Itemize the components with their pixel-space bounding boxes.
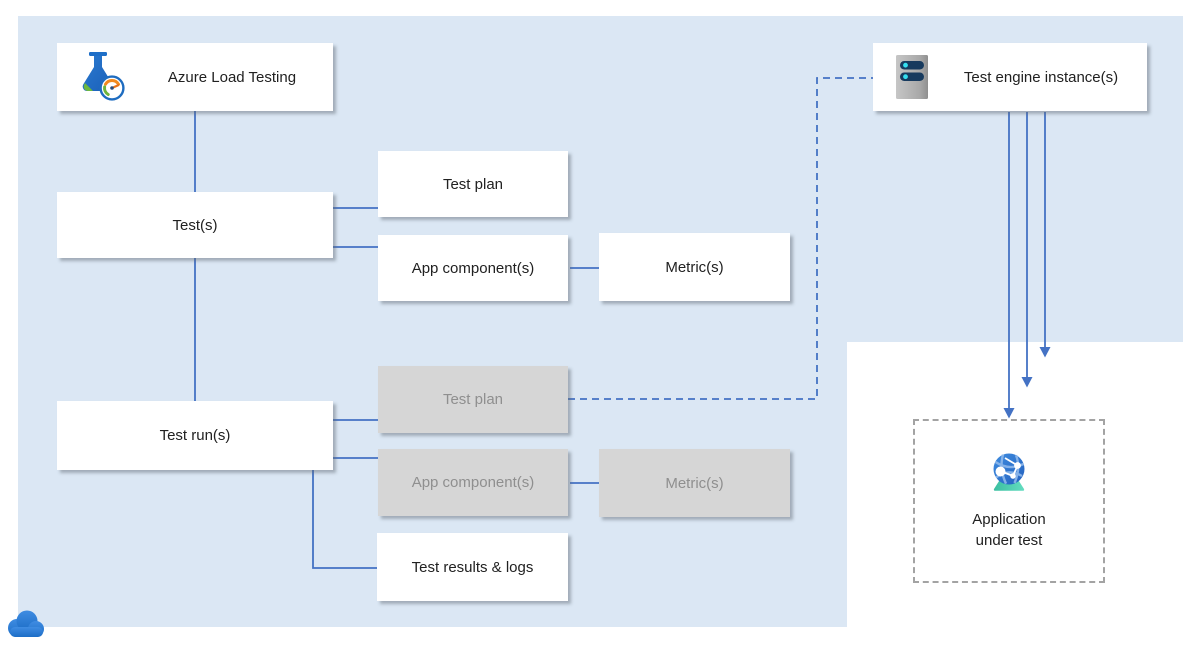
node-test-engine: Test engine instance(s) <box>873 43 1147 111</box>
node-label: Test engine instance(s) <box>963 68 1119 86</box>
azure-cloud-icon <box>8 610 44 637</box>
node-label: Test plan <box>442 175 504 193</box>
node-label: App component(s) <box>411 259 535 277</box>
node-app-components: App component(s) <box>378 235 568 301</box>
node-label: Test(s) <box>172 216 218 234</box>
node-label: Test plan <box>442 391 504 408</box>
node-label: Metric(s) <box>665 474 724 492</box>
node-test-plan: Test plan <box>378 151 568 217</box>
node-label: App component(s) <box>411 474 535 491</box>
node-label: Azure Load Testing <box>167 68 297 86</box>
node-test-results: Test results & logs <box>377 533 568 601</box>
globe-network-icon <box>993 453 1025 491</box>
node-label: Application under test <box>972 511 1046 549</box>
external-area-background <box>847 342 1199 651</box>
node-label: Test run(s) <box>159 427 231 444</box>
node-azure-load-testing: Azure Load Testing <box>57 43 333 111</box>
node-test-runs: Test run(s) <box>57 401 333 470</box>
node-tests: Test(s) <box>57 192 333 258</box>
load-testing-flask-gauge-icon <box>82 52 125 101</box>
node-metrics: Metric(s) <box>599 233 790 301</box>
server-icon <box>896 55 928 99</box>
node-label: Metric(s) <box>665 258 724 276</box>
node-run-metrics: Metric(s) <box>599 449 790 517</box>
node-application-under-test: Application under test <box>913 419 1105 583</box>
node-run-app-components: App component(s) <box>378 449 568 516</box>
node-run-test-plan: Test plan <box>378 366 568 433</box>
node-label: Test results & logs <box>411 558 534 576</box>
